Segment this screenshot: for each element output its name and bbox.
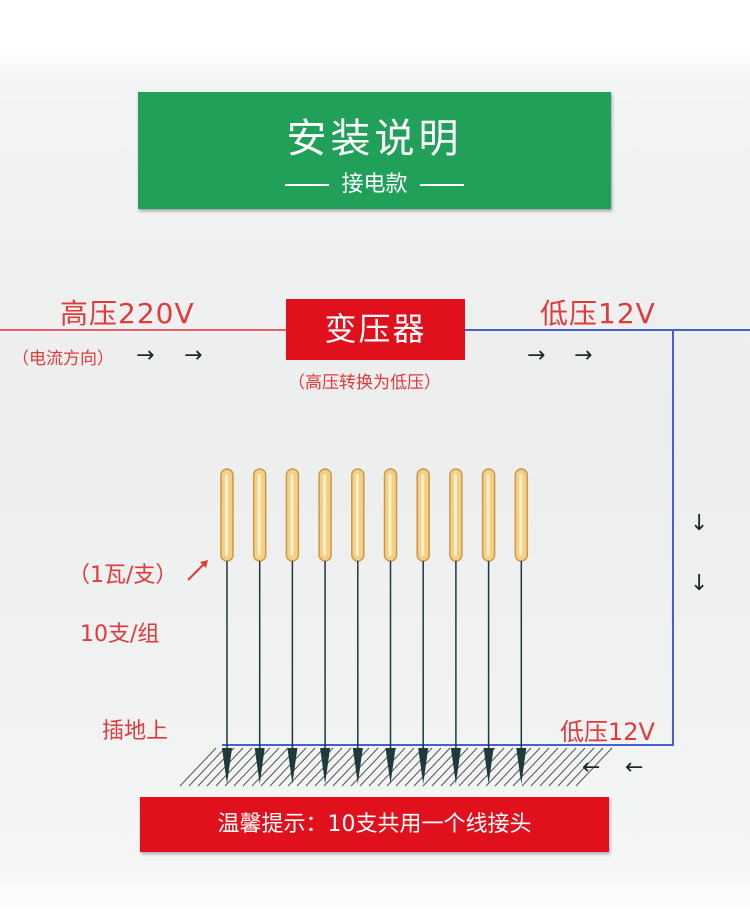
garden-light	[285, 468, 300, 784]
hatch-line	[485, 747, 523, 787]
ground-spike	[516, 748, 527, 784]
hatch-line	[431, 747, 469, 787]
hatch-line	[368, 747, 406, 787]
hatch-line	[566, 747, 604, 787]
ground-spike	[450, 748, 461, 784]
garden-light	[351, 468, 365, 784]
garden-light	[481, 468, 496, 784]
arrow-left-icon: ←	[582, 755, 600, 780]
garden-light	[514, 468, 529, 784]
garden-light	[318, 468, 332, 784]
transformer-box: 变压器	[286, 299, 465, 360]
hatch-line	[314, 747, 352, 787]
light-highlight	[421, 474, 425, 556]
ground-spike	[222, 748, 232, 784]
garden-light	[416, 468, 430, 784]
hatch-line	[251, 747, 289, 787]
ground-insert-label: 插地上	[102, 719, 169, 744]
garden-light	[220, 468, 234, 784]
hatch-line	[377, 747, 415, 787]
page-subtitle: 接电款	[341, 172, 408, 197]
title-banner: 安装说明 接电款	[138, 92, 611, 209]
subtitle-right-dash	[419, 184, 464, 186]
watt-per-light-label: （1瓦/支）	[68, 563, 178, 588]
flow-arrows: → → → → ↓ ↓ ← ←	[136, 343, 708, 780]
arrow-down-icon: ↓	[690, 511, 708, 536]
hatch-line	[278, 747, 316, 787]
low-voltage-label: 低压12V	[540, 297, 656, 330]
light-highlight	[323, 474, 327, 556]
hatch-line	[350, 747, 388, 787]
hatch-line	[530, 747, 568, 787]
current-direction-label: （电流方向）	[12, 349, 114, 369]
light-highlight	[355, 474, 359, 556]
ground-spike	[254, 748, 265, 784]
hatch-line	[521, 747, 559, 787]
hatch-line	[287, 747, 325, 787]
ground-spike	[483, 748, 494, 784]
lights-per-group-label: 10支/组	[80, 622, 160, 647]
light-highlight	[257, 474, 261, 556]
arrow-right-icon: →	[184, 343, 202, 368]
arrow-left-icon: ←	[625, 755, 643, 780]
light-highlight	[388, 474, 392, 556]
arrow-right-icon: →	[527, 343, 545, 368]
light-highlight	[453, 474, 457, 556]
low-voltage-return-label: 低压12V	[560, 718, 655, 746]
light-highlight	[225, 474, 228, 556]
subtitle-row: 接电款	[138, 166, 611, 198]
hatch-line	[440, 747, 478, 787]
ground-spike	[287, 748, 298, 784]
hatch-line	[494, 747, 532, 787]
hatch-line	[548, 747, 586, 787]
hatch-line	[269, 747, 307, 787]
hatch-line	[179, 747, 217, 787]
pointer-arrow-icon	[187, 560, 208, 581]
hatch-line	[188, 747, 226, 787]
page-title: 安装说明	[286, 116, 463, 162]
lights-group	[220, 468, 529, 784]
subtitle-left-dash	[285, 184, 330, 186]
ground-hatch	[179, 747, 613, 787]
hatch-line	[539, 747, 577, 787]
conversion-label: （高压转换为低压）	[288, 373, 441, 393]
arrow-down-icon: ↓	[690, 571, 708, 596]
light-highlight	[486, 474, 490, 556]
arrow-right-icon: →	[136, 343, 154, 368]
hatch-line	[215, 747, 253, 787]
light-highlight	[290, 474, 294, 556]
hatch-line	[575, 747, 613, 787]
arrow-right-icon: →	[574, 343, 592, 368]
garden-light	[449, 468, 463, 784]
high-voltage-label: 高压220V	[60, 297, 195, 330]
hatch-line	[467, 747, 505, 787]
hatch-line	[413, 747, 451, 787]
garden-light	[252, 468, 267, 784]
garden-light	[383, 468, 398, 784]
ground-spike	[418, 748, 429, 784]
hatch-line	[224, 747, 262, 787]
ground-spike	[320, 748, 331, 784]
hatch-line	[386, 747, 424, 787]
tip-banner: 温馨提示：10支共用一个线接头	[140, 797, 609, 852]
ground-spike	[352, 748, 363, 784]
light-highlight	[519, 474, 523, 556]
hatch-line	[476, 747, 514, 787]
hatch-line	[557, 747, 595, 787]
ground-spike	[385, 748, 396, 784]
hatch-line	[332, 747, 370, 787]
hatch-line	[512, 747, 550, 787]
low-voltage-return-wire	[222, 330, 674, 746]
hatch-line	[233, 747, 271, 787]
